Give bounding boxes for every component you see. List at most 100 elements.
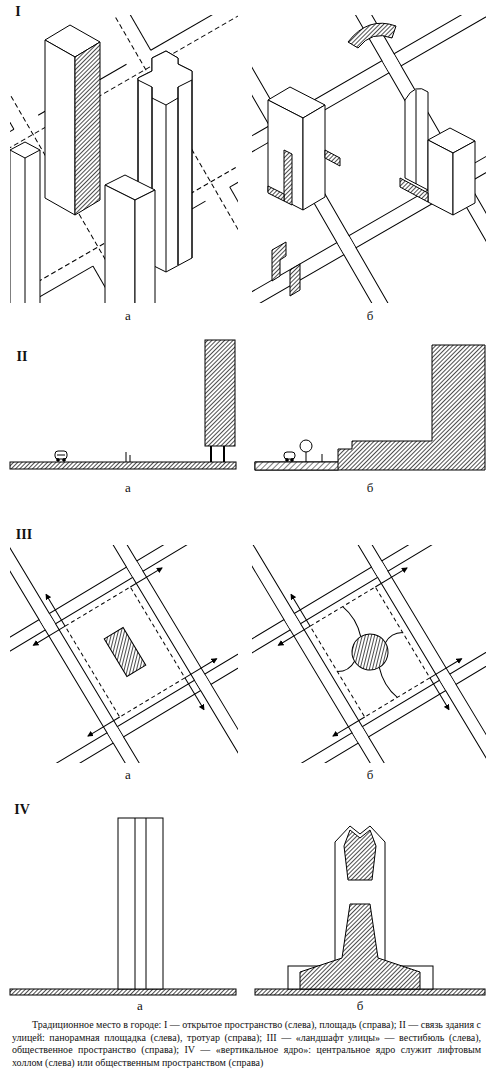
open-space-drawing-part: [135, 190, 155, 303]
public-core-section-part: [255, 989, 485, 995]
public-space-plan-part-part: [372, 562, 387, 577]
vestibule-plan-part-part: [195, 675, 210, 690]
panoramic-deck-section-part-part: [55, 451, 67, 459]
sidewalk-section-part: [306, 452, 307, 462]
square-drawing-part-part: [272, 15, 486, 303]
public-space-plan-part-part: [252, 545, 486, 763]
public-core-section-part: [300, 904, 420, 989]
square-drawing-part: [325, 150, 340, 166]
panel-letter: а: [137, 999, 143, 1013]
public-space-plan-part-part: [353, 727, 368, 742]
figure-caption: Традиционное место в городе: I — открыто…: [12, 1019, 481, 1069]
square-drawing-part: [303, 105, 325, 210]
open-space-drawing-part: [25, 158, 26, 303]
panoramic-deck-section-part: [10, 462, 236, 469]
public-space-plan-part-part: [345, 627, 394, 676]
square-drawing-part-part: [252, 58, 486, 303]
vestibule-plan-part-part: [185, 659, 217, 678]
square-drawing-part-part: [252, 15, 472, 303]
public-space-plan-part-part: [291, 594, 310, 626]
square-drawing-part: [428, 140, 453, 215]
sidewalk-section-part-part: [291, 459, 294, 462]
square-drawing-part: [268, 100, 303, 210]
vestibule-plan: [10, 545, 238, 763]
public-space-plan-part-part: [333, 717, 365, 736]
public-space-plan-part-part: [375, 568, 407, 587]
vestibule-plan-part-part: [130, 568, 162, 587]
panoramic-deck-section-part: [210, 446, 212, 462]
square-drawing-part: [416, 90, 417, 184]
public-space-plan-part: [252, 545, 486, 763]
vestibule-plan-part-part: [10, 545, 238, 763]
open-space-drawing-part-part: [230, 187, 238, 303]
public-space-plan-part-part: [337, 661, 356, 674]
square-drawing-part-part: [383, 54, 401, 72]
square-drawing-part: [284, 150, 292, 205]
panoramic-deck-section-part: [130, 455, 131, 462]
square-drawing-part: [252, 15, 486, 303]
open-space-drawing-part: [178, 87, 179, 265]
public-space-plan-part-part: [377, 667, 398, 699]
section-numeral: IV: [14, 802, 30, 817]
vestibule-plan-part-part: [88, 717, 120, 736]
section-numeral: II: [17, 349, 28, 364]
panel-letter: б: [367, 481, 374, 495]
panoramic-deck-section-part: [126, 452, 127, 462]
panel-letter: б: [357, 999, 364, 1013]
panoramic-deck-section-part: [55, 451, 67, 461]
vestibule-plan-part-part: [104, 627, 146, 676]
public-space-plan-part-part: [430, 678, 449, 710]
square-drawing-part: [268, 186, 284, 201]
square-drawing-part: [453, 141, 475, 215]
open-space-drawing-part-part: [10, 15, 193, 303]
public-space-plan-part-part: [285, 614, 300, 629]
open-space-drawing: [10, 15, 238, 303]
sidewalk-section-part: [322, 454, 323, 462]
square-drawing-part: [405, 88, 428, 190]
vestibule-plan-part-part: [33, 626, 65, 645]
panel-letter: б: [367, 309, 374, 323]
sidewalk-section: [255, 345, 485, 470]
sidewalk-section-part: [284, 452, 295, 461]
public-space-plan-part-part: [440, 675, 455, 690]
open-space-drawing-part: [10, 150, 40, 158]
open-space-drawing-part-part: [10, 92, 238, 303]
vestibule-plan-part-part: [10, 545, 238, 763]
sidewalk-section-part: [300, 440, 312, 452]
vestibule-plan-part-part: [10, 549, 238, 763]
open-space-drawing-part-part: [10, 15, 14, 129]
panoramic-deck-section: [10, 340, 236, 469]
elevator-core-section-part: [10, 989, 236, 995]
sidewalk-section-part-part: [286, 459, 289, 462]
public-space-plan-part-part: [343, 605, 364, 637]
sidewalk-section-part-part: [284, 452, 295, 459]
sidewalk-section-part: [255, 462, 338, 470]
vestibule-plan-part-part: [46, 594, 65, 626]
vestibule-plan-part-part: [40, 614, 55, 629]
vestibule-plan-part-part: [65, 587, 185, 717]
panel-letter: а: [125, 768, 131, 782]
public-space-plan-part-part: [254, 545, 486, 763]
square-drawing-part: [272, 242, 286, 281]
public-core-section-part: [344, 830, 376, 880]
open-space-drawing-part-part: [56, 15, 238, 303]
public-space-plan-part-part: [430, 659, 462, 678]
panoramic-deck-section-part-part: [57, 455, 65, 456]
vestibule-plan-part-part: [185, 678, 204, 710]
public-space-plan-part-part: [310, 587, 430, 717]
open-space-drawing-part: [10, 142, 40, 303]
panel-letter: а: [125, 481, 131, 495]
open-space-drawing-part: [166, 105, 167, 272]
public-space-plan-part-part: [252, 549, 486, 763]
square-drawing: [252, 15, 486, 303]
elevator-core-section-part: [135, 818, 136, 989]
sidewalk-section-part: [255, 345, 485, 470]
vestibule-plan-part-part: [108, 727, 123, 742]
open-space-drawing-part: [75, 42, 100, 215]
open-space-drawing-part: [10, 15, 238, 303]
panoramic-deck-section-part-part: [57, 459, 60, 462]
vestibule-plan-part-part: [127, 562, 142, 577]
open-space-drawing-part-part: [230, 104, 238, 187]
